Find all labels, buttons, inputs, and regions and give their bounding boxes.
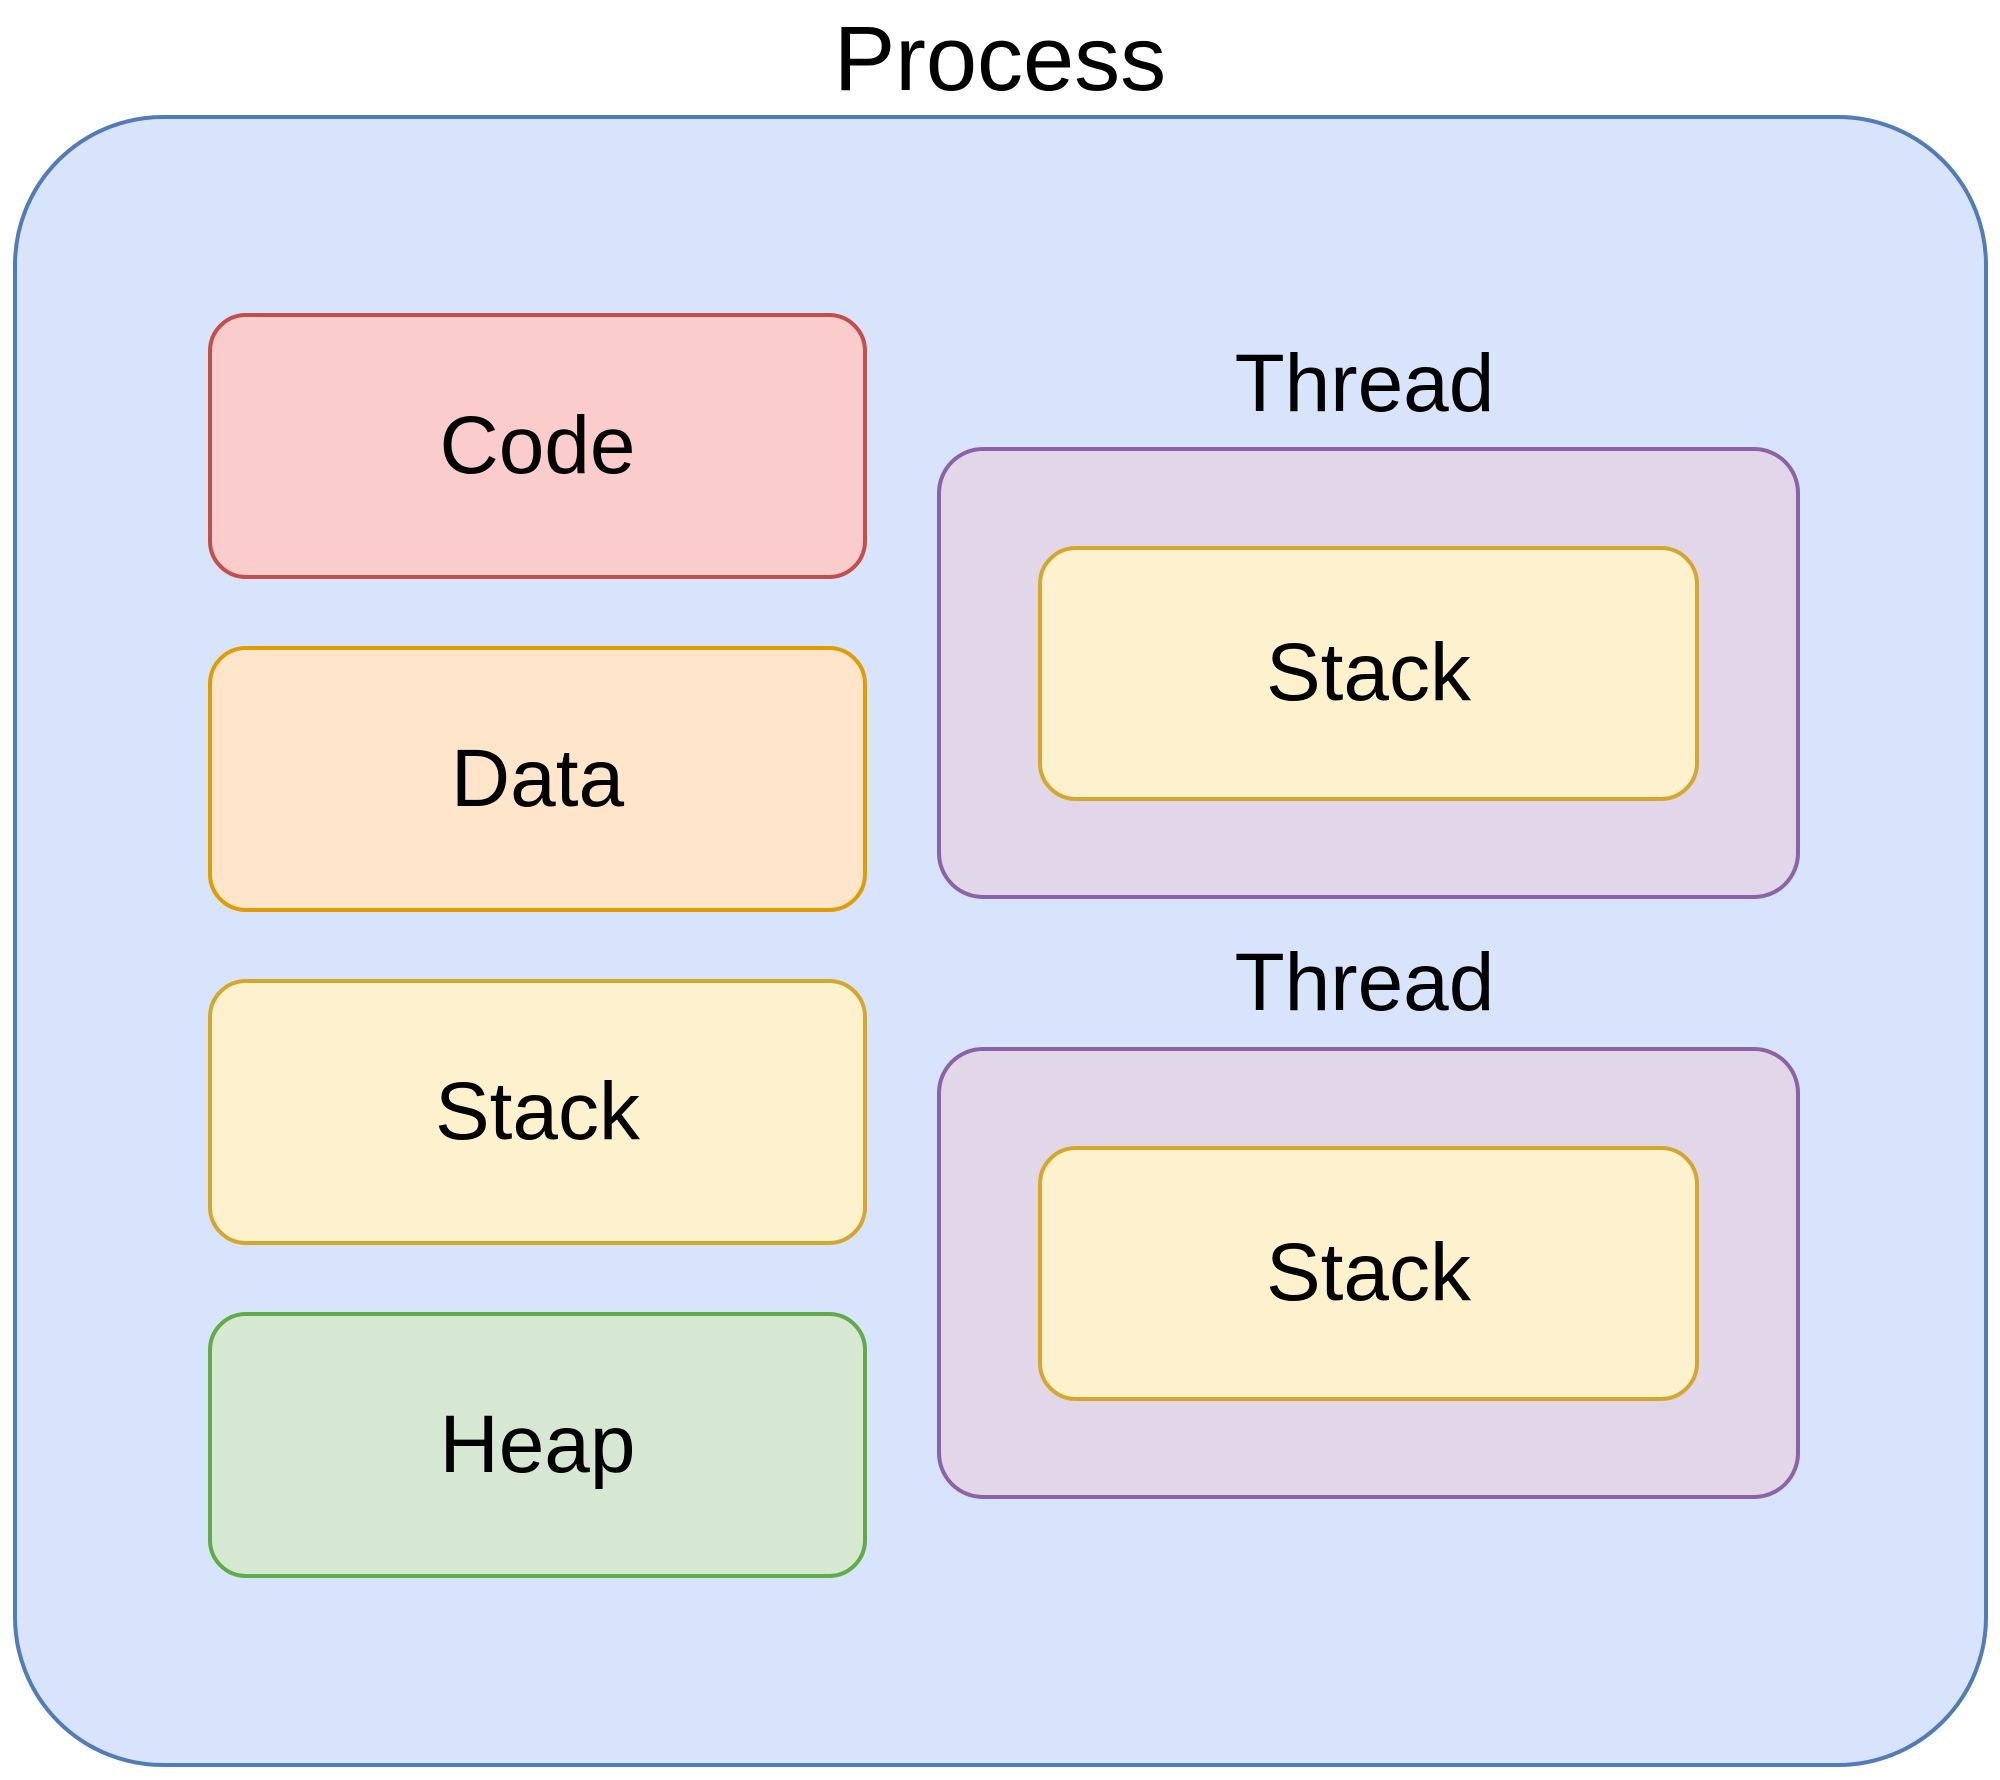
heap-label: Heap — [439, 1399, 636, 1490]
stack-box: Stack — [208, 979, 867, 1245]
thread-1-stack-box: Stack — [1038, 545, 1699, 801]
thread-2-stack-box: Stack — [1038, 1145, 1699, 1401]
thread-2-stack-label: Stack — [1265, 1227, 1472, 1318]
thread-2-box: Stack — [937, 1047, 1800, 1499]
code-box: Code — [208, 313, 867, 579]
thread-1-box: Stack — [937, 447, 1800, 899]
thread-1-stack-label: Stack — [1265, 627, 1472, 718]
data-label: Data — [450, 733, 625, 824]
code-label: Code — [439, 400, 636, 491]
stack-label: Stack — [434, 1066, 641, 1157]
data-box: Data — [208, 646, 867, 912]
heap-box: Heap — [208, 1312, 867, 1578]
process-container: Code Data Stack Heap Thread Stack Thread… — [13, 115, 1988, 1767]
thread-2-label: Thread — [1234, 937, 1495, 1028]
thread-1-label: Thread — [1234, 338, 1495, 429]
process-title: Process — [833, 8, 1167, 110]
